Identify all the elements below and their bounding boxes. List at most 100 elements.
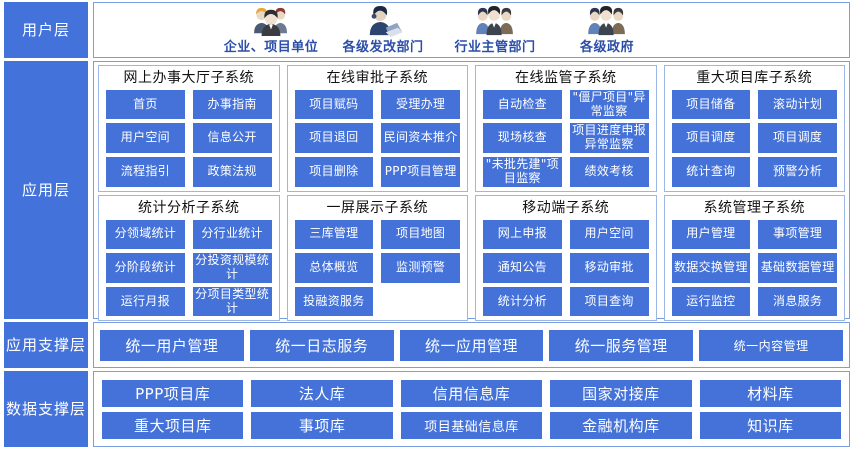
subsystem-cell[interactable]: 项目查询: [569, 286, 649, 317]
subsystem-cell[interactable]: 流程指引: [106, 157, 185, 187]
database-chip-project-basic-info[interactable]: 项目基础信息库: [400, 411, 543, 439]
subsystem-row-2: 统计分析子系统 分领域统计 分行业统计 分阶段统计 分投资规模统计 运行月报 分…: [98, 194, 845, 322]
subsystem-cell-empty: [381, 287, 460, 317]
subsystem-row-1: 网上办事大厅子系统 首页 办事指南 用户空间 信息公开 流程指引 政策法规 在线…: [98, 65, 845, 192]
subsystem-cell[interactable]: 运行月报: [106, 286, 185, 317]
database-chip-credit-info[interactable]: 信用信息库: [400, 379, 543, 407]
subsystem-cell[interactable]: 用户空间: [569, 219, 649, 250]
user-actor-industry-dept[interactable]: 行业主管部门: [439, 5, 551, 55]
subsystem-cell[interactable]: 分领域统计: [106, 219, 185, 250]
subsystem-cell[interactable]: 总体概览: [294, 253, 374, 283]
subsystem-cell-grid: 项目储备 滚动计划 项目调度 项目调度 统计查询 预警分析: [671, 89, 837, 187]
subsystem-one-screen-display[interactable]: 一屏展示子系统 三库管理 项目地图 总体概览 监测预警 投融资服务: [286, 194, 468, 322]
data-support-layer-body: PPP项目库 法人库 信用信息库 国家对接库 材料库 重大项目库 事项库 项目基…: [93, 371, 850, 447]
three-people-icon: [476, 5, 513, 36]
database-chip-financial-institution[interactable]: 金融机构库: [550, 411, 692, 439]
subsystem-cell-grid: 自动检查 "僵尸项目"异常监察 现场核查 项目进度申报异常监察 "未批先建"项目…: [483, 89, 649, 187]
subsystem-online-hall[interactable]: 网上办事大厅子系统 首页 办事指南 用户空间 信息公开 流程指引 政策法规: [98, 65, 280, 192]
subsystem-cell[interactable]: 政策法规: [192, 157, 272, 187]
user-actor-label: 各级政府: [579, 40, 634, 55]
subsystem-cell[interactable]: 项目删除: [294, 157, 374, 187]
subsystem-cell[interactable]: 分行业统计: [192, 219, 272, 250]
subsystem-cell[interactable]: 预警分析: [758, 157, 837, 187]
subsystem-cell[interactable]: 自动检查: [483, 89, 562, 120]
subsystem-cell[interactable]: "僵尸项目"异常监察: [569, 89, 649, 120]
support-chip-unified-app[interactable]: 统一应用管理: [399, 329, 544, 361]
subsystem-cell[interactable]: 绩效考核: [569, 157, 649, 187]
database-chip-national-connection[interactable]: 国家对接库: [550, 379, 692, 407]
subsystem-cell-grid: 项目赋码 受理办理 项目退回 民间资本推介 项目删除 PPP项目管理: [294, 89, 460, 187]
subsystem-cell[interactable]: 分投资规模统计: [192, 253, 272, 283]
subsystem-cell[interactable]: 项目调度: [758, 123, 837, 154]
application-support-layer-row: 应用支撑层 统一用户管理 统一日志服务 统一应用管理 统一服务管理 统一内容管理: [4, 322, 850, 368]
subsystem-online-approval[interactable]: 在线审批子系统 项目赋码 受理办理 项目退回 民间资本推介 项目删除 PPP项目…: [286, 65, 468, 192]
subsystem-cell[interactable]: 现场核查: [483, 123, 562, 154]
subsystem-cell[interactable]: 项目进度申报异常监察: [569, 123, 649, 154]
subsystem-cell[interactable]: 三库管理: [294, 219, 374, 250]
subsystem-cell[interactable]: 民间资本推介: [381, 123, 460, 154]
subsystem-cell[interactable]: 运行监控: [671, 286, 751, 317]
data-support-layer-tab: 数据支撑层: [4, 371, 88, 447]
subsystem-system-management[interactable]: 系统管理子系统 用户管理 事项管理 数据交换管理 基础数据管理 运行监控 消息服…: [663, 194, 845, 322]
support-chip-unified-log[interactable]: 统一日志服务: [249, 329, 394, 361]
database-chip-knowledge[interactable]: 知识库: [699, 411, 842, 439]
subsystem-cell[interactable]: 事项管理: [758, 219, 837, 250]
user-layer-body: 企业、项目单位 各级发改部门: [93, 2, 850, 58]
user-actor-label: 行业主管部门: [454, 40, 536, 55]
subsystem-cell[interactable]: 滚动计划: [758, 89, 837, 120]
subsystem-online-supervision[interactable]: 在线监管子系统 自动检查 "僵尸项目"异常监察 现场核查 项目进度申报异常监察 …: [475, 65, 657, 192]
subsystem-cell[interactable]: 项目地图: [381, 219, 460, 250]
subsystem-cell[interactable]: 用户空间: [106, 123, 185, 154]
subsystem-cell[interactable]: 项目储备: [671, 89, 751, 120]
people-group-icon: [254, 7, 287, 37]
subsystem-cell[interactable]: 统计查询: [671, 157, 751, 187]
subsystem-cell[interactable]: 投融资服务: [294, 286, 374, 317]
three-people-icon: [588, 5, 625, 36]
subsystem-title: 统计分析子系统: [138, 199, 240, 216]
application-layer-tab: 应用层: [4, 61, 88, 319]
subsystem-cell-grid: 网上申报 用户空间 通知公告 移动审批 统计分析 项目查询: [483, 219, 649, 317]
subsystem-cell[interactable]: "未批先建"项目监察: [483, 157, 562, 187]
subsystem-cell[interactable]: 受理办理: [381, 89, 460, 120]
application-layer-row: 应用层 网上办事大厅子系统 首页 办事指南 用户空间 信息公开 流程指引 政策法…: [4, 61, 850, 322]
subsystem-cell[interactable]: 监测预警: [381, 253, 460, 283]
subsystem-cell[interactable]: 通知公告: [483, 253, 562, 283]
data-support-layer-row: 数据支撑层 PPP项目库 法人库 信用信息库 国家对接库 材料库 重大项目库 事…: [4, 371, 850, 447]
subsystem-cell-grid: 用户管理 事项管理 数据交换管理 基础数据管理 运行监控 消息服务: [671, 219, 837, 317]
subsystem-cell[interactable]: 数据交换管理: [671, 253, 751, 283]
subsystem-statistics-analysis[interactable]: 统计分析子系统 分领域统计 分行业统计 分阶段统计 分投资规模统计 运行月报 分…: [98, 194, 280, 322]
subsystem-cell[interactable]: 用户管理: [671, 219, 751, 250]
support-chip-unified-service[interactable]: 统一服务管理: [549, 329, 694, 361]
subsystem-cell[interactable]: 网上申报: [483, 219, 562, 250]
subsystem-title: 网上办事大厅子系统: [123, 70, 254, 86]
subsystem-cell[interactable]: 项目调度: [671, 123, 751, 154]
database-chip-ppp[interactable]: PPP项目库: [102, 379, 244, 407]
subsystem-cell[interactable]: 基础数据管理: [758, 253, 837, 283]
subsystem-cell-grid: 三库管理 项目地图 总体概览 监测预警 投融资服务: [294, 219, 460, 317]
database-chip-material[interactable]: 材料库: [699, 379, 842, 407]
user-actor-government[interactable]: 各级政府: [551, 5, 663, 55]
user-actor-enterprise[interactable]: 企业、项目单位: [215, 5, 327, 55]
subsystem-title: 在线审批子系统: [326, 70, 428, 86]
support-chip-unified-content[interactable]: 统一内容管理: [699, 329, 843, 361]
database-chip-matters[interactable]: 事项库: [251, 411, 393, 439]
subsystem-cell[interactable]: 分阶段统计: [106, 253, 185, 283]
subsystem-cell[interactable]: PPP项目管理: [381, 157, 460, 187]
user-actor-list: 企业、项目单位 各级发改部门: [100, 5, 663, 55]
subsystem-cell[interactable]: 分项目类型统计: [192, 286, 272, 317]
subsystem-cell[interactable]: 移动审批: [569, 253, 649, 283]
subsystem-cell[interactable]: 办事指南: [192, 89, 272, 120]
subsystem-major-project-library[interactable]: 重大项目库子系统 项目储备 滚动计划 项目调度 项目调度 统计查询 预警分析: [663, 65, 845, 192]
database-chip-major-project[interactable]: 重大项目库: [102, 411, 244, 439]
subsystem-mobile-client[interactable]: 移动端子系统 网上申报 用户空间 通知公告 移动审批 统计分析 项目查询: [475, 194, 657, 322]
subsystem-cell[interactable]: 消息服务: [758, 286, 837, 317]
subsystem-cell[interactable]: 统计分析: [483, 286, 562, 317]
database-chip-legal-person[interactable]: 法人库: [251, 379, 393, 407]
support-chip-unified-user[interactable]: 统一用户管理: [100, 329, 244, 361]
user-actor-reform-dept[interactable]: 各级发改部门: [327, 5, 439, 55]
subsystem-cell[interactable]: 首页: [106, 89, 185, 120]
user-layer-tab: 用户层: [4, 2, 88, 58]
subsystem-cell[interactable]: 项目赋码: [294, 89, 374, 120]
subsystem-cell[interactable]: 项目退回: [294, 123, 374, 154]
subsystem-cell[interactable]: 信息公开: [192, 123, 272, 154]
